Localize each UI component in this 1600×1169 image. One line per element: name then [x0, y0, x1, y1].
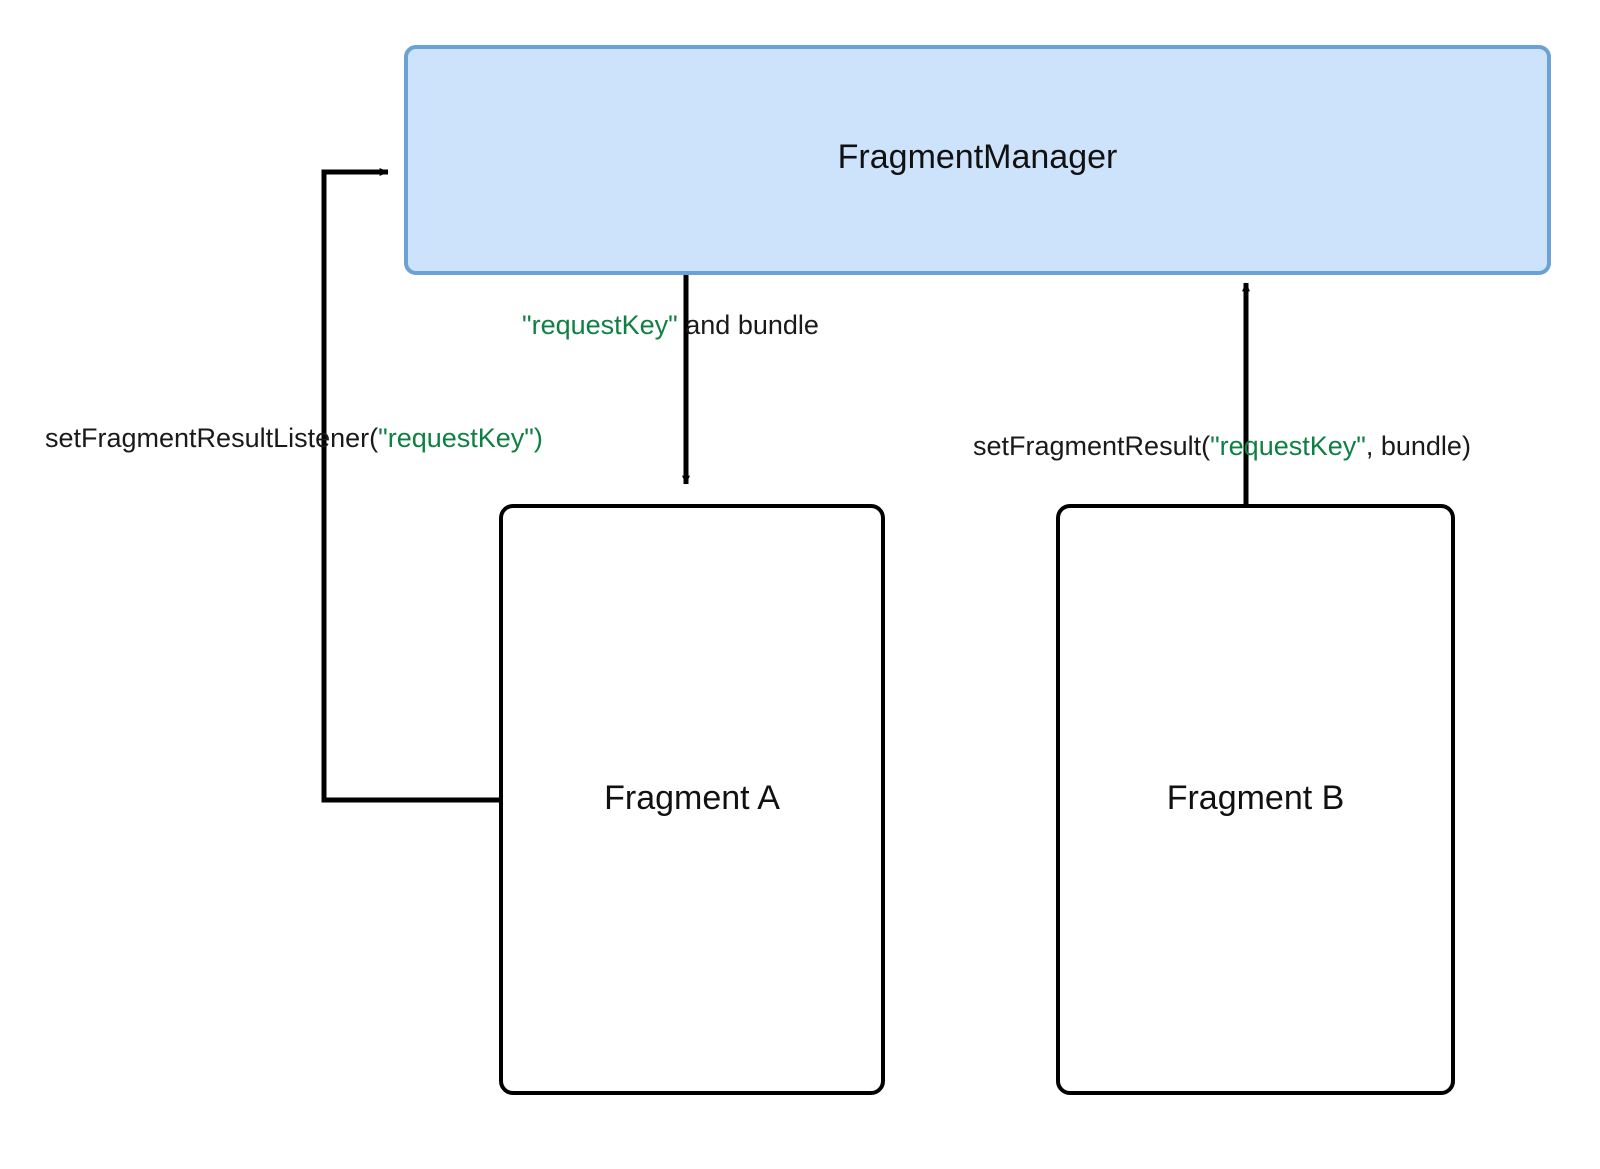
edge-set-listener-line: [321, 168, 501, 803]
fragment-manager-box[interactable]: [404, 45, 1551, 275]
node-fragment-a[interactable]: Fragment A: [499, 504, 885, 1095]
fragment-manager-label: FragmentManager: [838, 138, 1118, 176]
edge-label-set-listener-text: setFragmentResultListener("requestKey"): [45, 423, 543, 453]
edge-label-deliver-result-token-0: "requestKey": [522, 310, 678, 340]
node-fragment-manager[interactable]: FragmentManager: [404, 45, 1551, 275]
edge-label-set-result-token-2: , bundle): [1366, 431, 1471, 461]
edge-label-deliver-result-text: "requestKey" and bundle: [522, 310, 819, 340]
node-fragment-b[interactable]: Fragment B: [1056, 504, 1455, 1095]
fragment-b-box[interactable]: [1056, 504, 1455, 1095]
edge-label-set-listener-token-0: setFragmentResultListener(: [45, 423, 378, 453]
edge-label-deliver-result-token-1: and bundle: [678, 310, 819, 340]
edge-set-fragment-result-listener: [321, 168, 501, 803]
edge-label-set-result-text: setFragmentResult("requestKey", bundle): [973, 431, 1471, 461]
fragment-a-label: Fragment A: [604, 779, 780, 817]
edge-label-set-fragment-result: setFragmentResult("requestKey", bundle): [973, 431, 1471, 461]
edge-label-set-result-token-1: "requestKey": [1210, 431, 1366, 461]
fragment-b-label: Fragment B: [1167, 779, 1345, 817]
fragment-a-box[interactable]: [499, 504, 885, 1095]
edge-label-set-result-token-0: setFragmentResult(: [973, 431, 1210, 461]
edge-label-set-listener-token-2: ): [534, 423, 543, 453]
edge-label-set-listener-token-1: "requestKey": [378, 423, 534, 453]
edge-label-set-fragment-result-listener: setFragmentResultListener("requestKey"): [45, 423, 543, 453]
edge-label-request-key-and-bundle: "requestKey" and bundle: [522, 310, 819, 340]
